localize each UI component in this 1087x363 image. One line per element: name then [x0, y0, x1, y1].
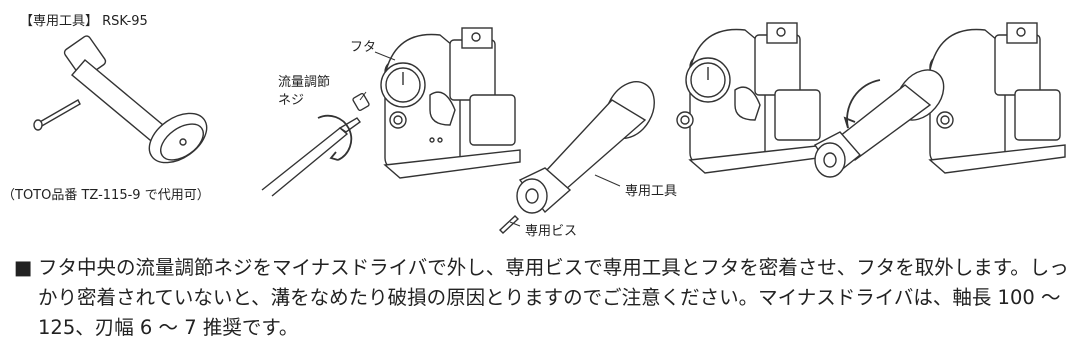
toto-substitute-note: （TOTO品番 TZ-115-9 で代用可） — [2, 188, 210, 203]
special-tool-label: 専用工具 — [625, 184, 678, 199]
instruction-text: ■ フタ中央の流量調節ネジをマイナスドライバで外し、専用ビスで専用工具とフタを密… — [14, 253, 1078, 343]
bullet-icon: ■ — [14, 256, 33, 279]
valve-assembly-1 — [380, 27, 521, 179]
installation-illustration — [33, 22, 1066, 234]
special-tool-title: 【専用工具】 RSK-95 — [20, 14, 148, 29]
tool-rotating-drawing — [813, 69, 945, 178]
screw-drawing — [33, 99, 81, 131]
valve-assembly-3 — [928, 22, 1066, 174]
valve-assembly-2 — [676, 22, 826, 174]
lid-label: フタ — [350, 40, 377, 55]
special-tool-drawing — [63, 35, 208, 164]
flow-adjust-screw-label: 流量調節 ネジ — [278, 75, 331, 108]
tool-inserted-drawing — [498, 81, 655, 234]
special-screw-label: 専用ビス — [525, 224, 578, 239]
instruction-body: フタ中央の流量調節ネジをマイナスドライバで外し、専用ビスで専用工具とフタを密着さ… — [38, 256, 1069, 339]
screwdriver-drawing — [261, 92, 370, 197]
